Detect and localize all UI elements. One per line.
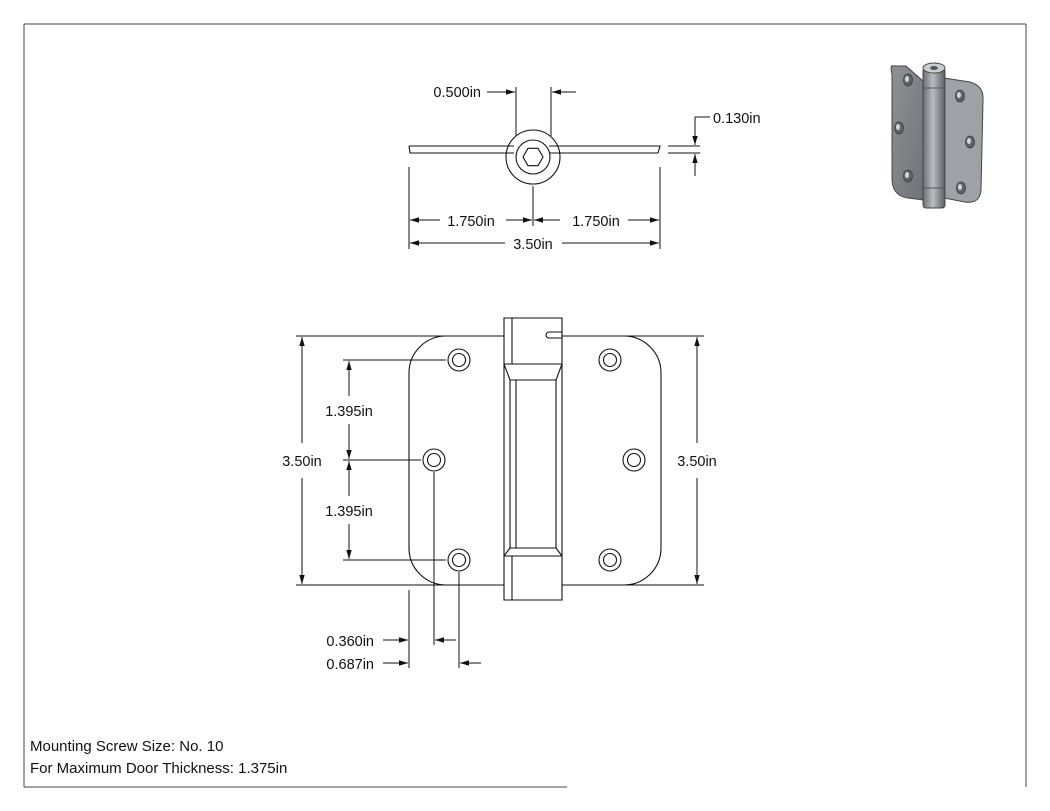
dim-half-widths <box>408 167 661 249</box>
hinge-iso-thumbnail <box>890 62 984 209</box>
top-view: 0.500in 0.130in 1.750in 1.750in 3.50in <box>408 85 761 253</box>
dim-overall-height-right-label: 3.50in <box>677 454 717 470</box>
dim-pin-diameter <box>487 87 576 136</box>
screw-holes <box>422 348 646 572</box>
top-view-outline <box>408 129 661 185</box>
dim-leaf-thickness-label: 0.130in <box>713 111 761 127</box>
front-view: 3.50in 3.50in 1.395in 1.395in <box>282 317 717 673</box>
dim-hole-spacing-upper-label: 1.395in <box>325 404 373 420</box>
screw-hole <box>598 348 622 372</box>
screw-hole <box>447 548 471 572</box>
dim-hole-edge-offsets <box>383 472 481 668</box>
screw-hole <box>447 348 471 372</box>
dim-hole-edge-offset-a-label: 0.360in <box>326 634 374 650</box>
dim-half-width-left-label: 1.750in <box>447 214 495 230</box>
dim-overall-height-right <box>624 335 704 586</box>
dim-overall-height-left-label: 3.50in <box>282 454 322 470</box>
dim-hole-spacing <box>343 359 446 561</box>
screw-hole <box>622 448 646 472</box>
front-view-outline <box>408 317 662 601</box>
dim-overall-width-label: 3.50in <box>513 237 553 253</box>
note-mounting-screw-size: Mounting Screw Size: No. 10 <box>30 738 224 755</box>
screw-hole <box>598 548 622 572</box>
dim-leaf-thickness <box>668 116 710 176</box>
note-max-door-thickness: For Maximum Door Thickness: 1.375in <box>30 760 288 777</box>
dim-hole-spacing-lower-label: 1.395in <box>325 504 373 520</box>
dim-half-width-right-label: 1.750in <box>572 214 620 230</box>
drawing-frame <box>23 23 1027 788</box>
dim-hole-edge-offset-b-label: 0.687in <box>326 657 374 673</box>
dim-pin-diameter-label: 0.500in <box>433 85 481 101</box>
screw-hole <box>422 448 446 472</box>
dim-overall-height-left <box>296 335 448 586</box>
